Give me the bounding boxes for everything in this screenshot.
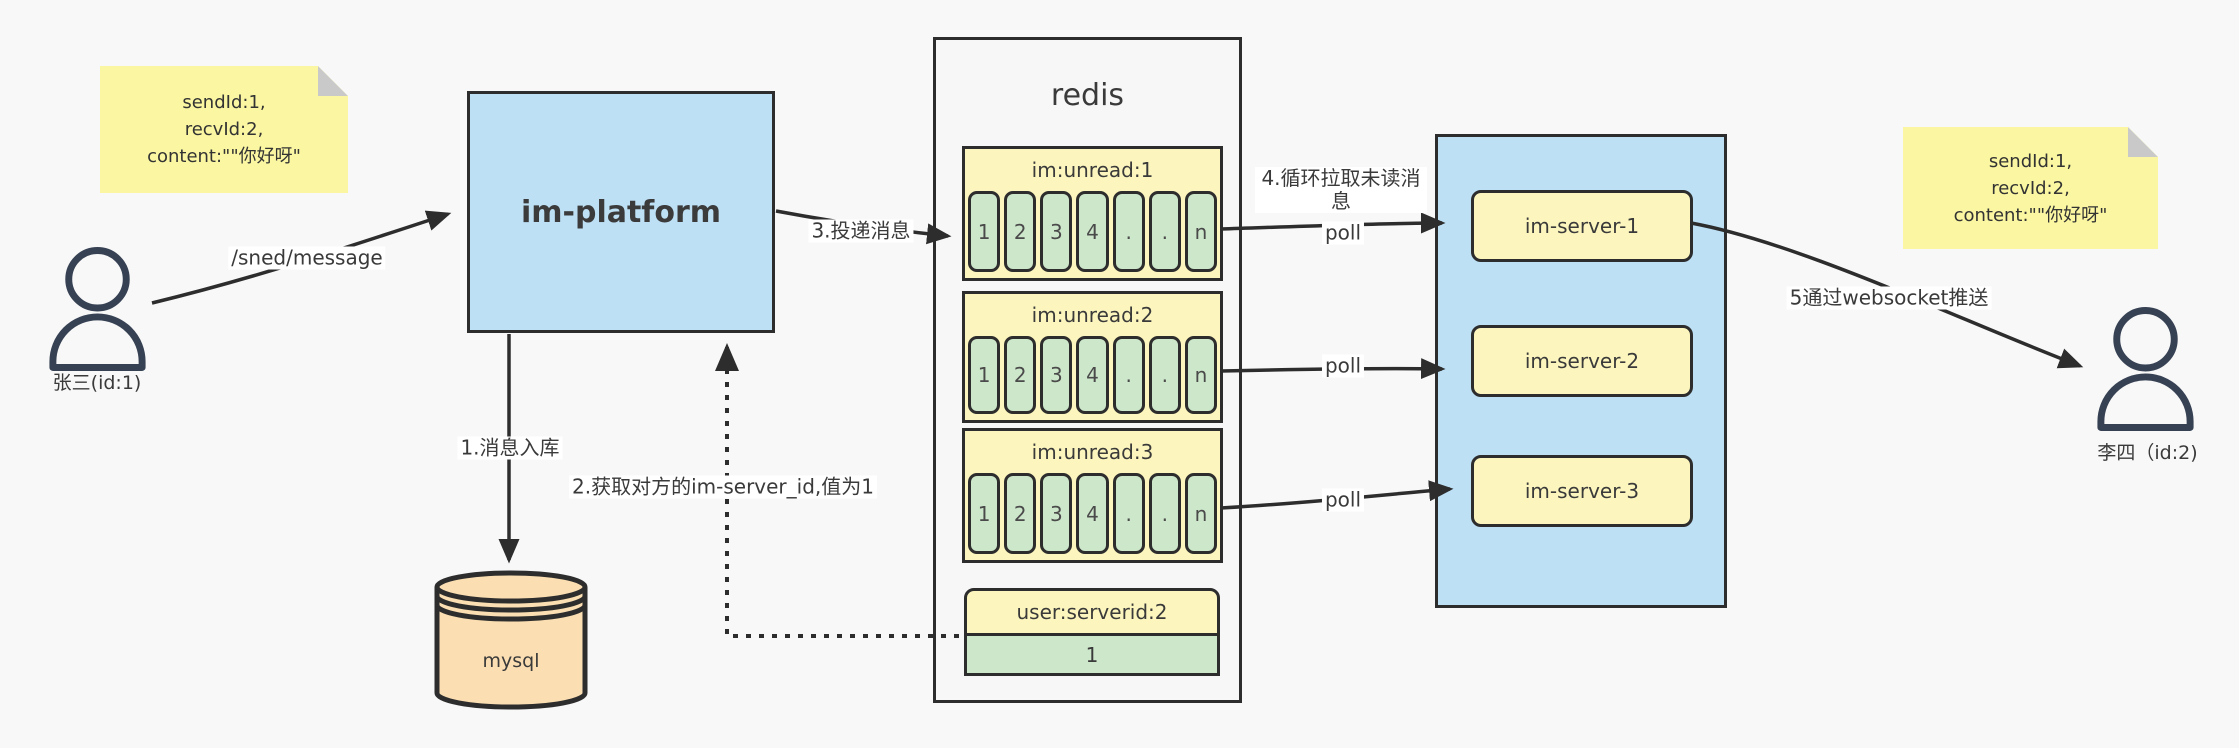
redis-title: redis — [1050, 78, 1125, 113]
sticky-note-message-right: sendId:1, recvId:2, content:""你好呀" — [1903, 127, 2158, 249]
edge-label-step2: 2.获取对方的im-server_id,值为1 — [569, 475, 877, 499]
im-server-3-label: im-server-3 — [1524, 479, 1640, 503]
queue-cells: 1 2 3 4 . . n — [968, 191, 1217, 272]
note-line: recvId:2, — [184, 119, 264, 140]
note-line: content:""你好呀" — [1953, 204, 2108, 226]
note-fold-icon — [318, 66, 348, 96]
queue-cell: 1 — [968, 336, 1001, 414]
queue-cell: n — [1184, 473, 1217, 554]
receiver-label: 李四（id:2) — [2097, 442, 2198, 464]
queue-im-unread-2: im:unread:2 1 2 3 4 . . n — [962, 291, 1223, 423]
queue-cell: . — [1148, 473, 1181, 554]
queue-cell: n — [1184, 191, 1217, 272]
im-platform-label: im-platform — [520, 194, 722, 230]
queue-header: im:unread:2 — [1031, 303, 1154, 327]
edge-label-send-message: /sned/message — [228, 246, 386, 270]
user-serverid-value: 1 — [964, 636, 1220, 676]
queue-header: im:unread:3 — [1031, 440, 1154, 464]
note-line: sendId:1, — [182, 92, 266, 113]
im-server-2-box: im-server-2 — [1471, 325, 1693, 397]
edge-label-step5: 5通过websocket推送 — [1786, 286, 1992, 310]
queue-cell: 4 — [1076, 473, 1109, 554]
queue-cell: n — [1184, 336, 1217, 414]
mysql-label: mysql — [482, 650, 540, 672]
note-line: recvId:2, — [1991, 177, 2070, 199]
queue-im-unread-1: im:unread:1 1 2 3 4 . . n — [962, 146, 1223, 281]
edge-label-step4: 4.循环拉取未读消息 — [1255, 167, 1427, 213]
im-server-2-label: im-server-2 — [1524, 349, 1640, 373]
queue-cells: 1 2 3 4 . . n — [968, 336, 1217, 414]
queue-cell: . — [1112, 191, 1145, 272]
queue-cell: 1 — [968, 191, 1001, 272]
user-serverid-block: user:serverid:2 1 — [964, 588, 1220, 676]
user-serverid-key: user:serverid:2 — [964, 588, 1220, 636]
queue-cell: . — [1112, 473, 1145, 554]
queue-cell: . — [1112, 336, 1145, 414]
edge-label-step1: 1.消息入库 — [457, 436, 563, 460]
note-line: sendId:1, — [1988, 150, 2073, 172]
queue-header: im:unread:1 — [1031, 158, 1154, 182]
sticky-note-message-left: sendId:1, recvId:2, content:""你好呀" — [100, 66, 348, 193]
queue-cell: 4 — [1076, 336, 1109, 414]
note-fold-icon — [2128, 127, 2158, 157]
queue-cells: 1 2 3 4 . . n — [968, 473, 1217, 554]
im-server-cluster: im-server-1 im-server-2 im-server-3 — [1435, 134, 1727, 608]
queue-cell: . — [1148, 191, 1181, 272]
im-server-3-box: im-server-3 — [1471, 455, 1693, 527]
im-server-1-box: im-server-1 — [1471, 190, 1693, 262]
queue-cell: 3 — [1040, 336, 1073, 414]
im-server-1-label: im-server-1 — [1524, 214, 1640, 238]
person-icon-receiver — [2088, 305, 2203, 431]
queue-cell: . — [1148, 336, 1181, 414]
queue-cell: 3 — [1040, 191, 1073, 272]
edge-label-poll-2: poll — [1321, 354, 1365, 378]
im-platform-box: im-platform — [467, 91, 775, 333]
queue-cell: 2 — [1004, 191, 1037, 272]
queue-cell: 3 — [1040, 473, 1073, 554]
note-line: content:""你好呀" — [147, 146, 301, 167]
edge-label-step3: 3.投递消息 — [808, 219, 914, 243]
queue-cell: 2 — [1004, 336, 1037, 414]
edge-label-poll-1: poll — [1321, 221, 1365, 245]
person-icon-sender — [40, 245, 155, 371]
redis-container: redis im:unread:1 1 2 3 4 . . n im:unrea… — [933, 37, 1242, 703]
sender-label: 张三(id:1) — [52, 372, 142, 394]
queue-im-unread-3: im:unread:3 1 2 3 4 . . n — [962, 428, 1223, 563]
queue-cell: 4 — [1076, 191, 1109, 272]
queue-cell: 2 — [1004, 473, 1037, 554]
edge-label-poll-3: poll — [1321, 488, 1365, 512]
queue-cell: 1 — [968, 473, 1001, 554]
mysql-cylinder-icon: mysql — [434, 570, 588, 710]
